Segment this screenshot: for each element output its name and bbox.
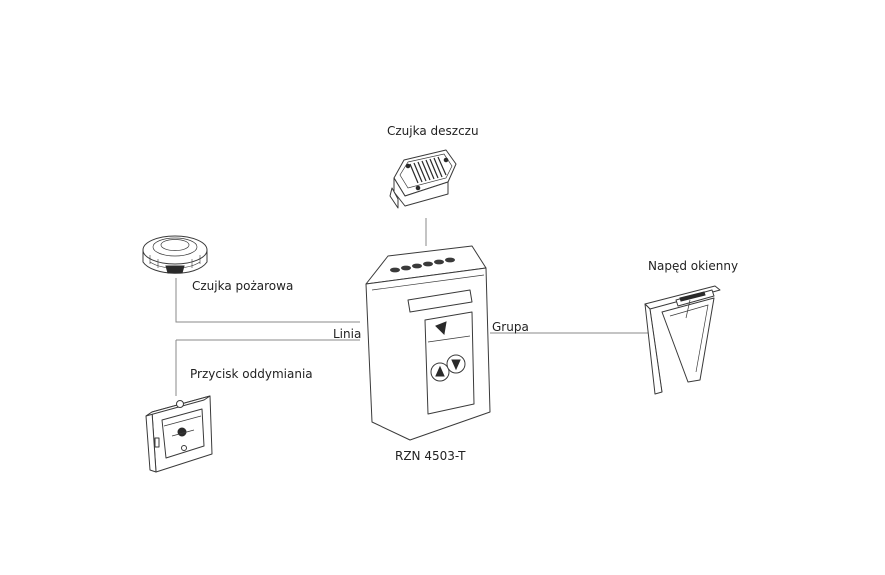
controller-label: RZN 4503-T (395, 449, 466, 463)
controller-icon (365, 245, 491, 441)
smoke-detector-label: Czujka pożarowa (192, 279, 294, 293)
line-label: Linia (333, 327, 362, 341)
smoke-button-label: Przycisk oddymiania (190, 367, 313, 381)
group-label: Grupa (492, 320, 529, 334)
smoke-detector-connection (175, 278, 360, 323)
smoke-button-icon (145, 395, 213, 473)
smoke-detector-icon (142, 235, 208, 274)
window-drive-icon (644, 285, 721, 395)
connection-lines (175, 218, 650, 396)
rain-sensor-label: Czujka deszczu (387, 124, 479, 138)
rain-sensor-icon (389, 149, 457, 209)
window-drive-label: Napęd okienny (648, 259, 739, 273)
